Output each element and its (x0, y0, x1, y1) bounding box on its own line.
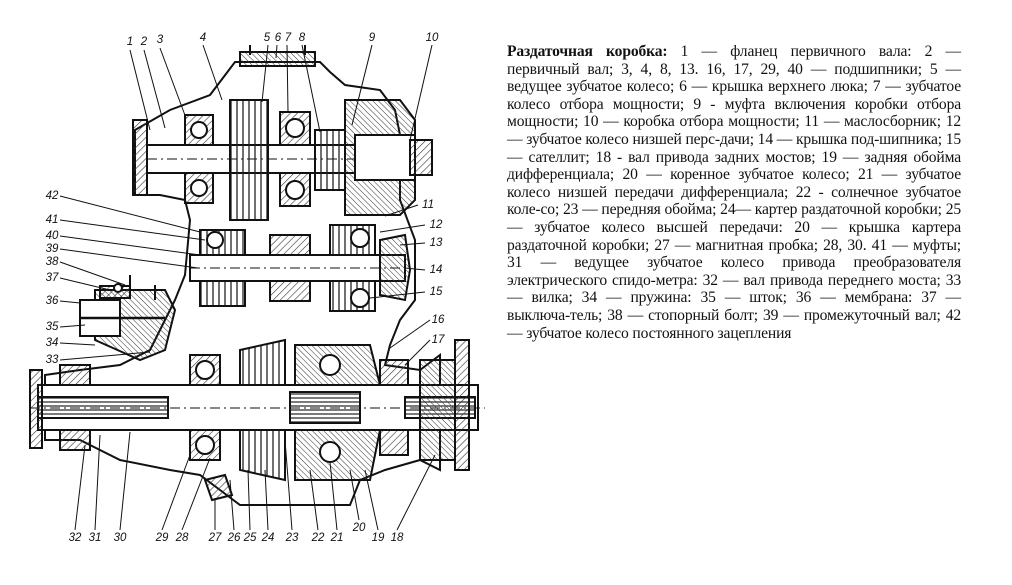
callout-41: 41 (45, 214, 59, 226)
callout-36: 36 (45, 295, 59, 307)
callout-1: 1 (126, 36, 134, 48)
callout-38: 38 (45, 256, 59, 268)
callout-33: 33 (45, 354, 59, 366)
top-hatch-cover (239, 51, 316, 67)
callout-2: 2 (140, 36, 148, 48)
leader-lines (59, 44, 436, 531)
callout-28: 28 (175, 532, 189, 544)
callout-20: 20 (352, 522, 366, 534)
callout-35: 35 (45, 321, 59, 333)
callout-29: 29 (155, 532, 169, 544)
callout-15: 15 (429, 286, 443, 298)
callout-10: 10 (425, 32, 439, 44)
callout-37: 37 (45, 272, 59, 284)
callout-39: 39 (45, 243, 59, 255)
callout-24: 24 (261, 532, 275, 544)
main-gear (239, 338, 286, 386)
callout-8: 8 (298, 32, 306, 44)
lower-bearings (59, 354, 409, 461)
callout-7: 7 (284, 32, 292, 44)
callout-23: 23 (285, 532, 299, 544)
callout-22: 22 (311, 532, 325, 544)
callout-17: 17 (431, 334, 445, 346)
caption-body: 1 — фланец первичного вала: 2 — первичны… (507, 43, 961, 342)
callout-6: 6 (274, 32, 282, 44)
callout-3: 3 (156, 34, 164, 46)
drive-gear (229, 99, 269, 221)
callout-25: 25 (243, 532, 257, 544)
callout-34: 34 (45, 337, 59, 349)
callout-30: 30 (113, 532, 127, 544)
transfer-case-section-svg (29, 44, 485, 531)
callout-27: 27 (208, 532, 222, 544)
callout-12: 12 (429, 219, 443, 231)
callout-21: 21 (330, 532, 344, 544)
caption-title: Раздаточная коробка: (507, 43, 668, 60)
pto-gear (314, 129, 346, 191)
magnetic-plug (203, 473, 234, 502)
callout-31: 31 (88, 532, 102, 544)
callout-16: 16 (431, 314, 445, 326)
rear-flange (454, 339, 470, 471)
callout-13: 13 (429, 237, 443, 249)
callout-19: 19 (371, 532, 385, 544)
callout-9: 9 (368, 32, 376, 44)
front-flange (29, 369, 43, 449)
input-flange (132, 119, 148, 196)
callout-11: 11 (422, 199, 434, 211)
callout-42: 42 (45, 190, 59, 202)
transfer-case-drawing: 1 2 3 4 5 6 7 8 9 10 11 12 13 14 15 16 1… (0, 0, 500, 585)
figure-caption: Раздаточная коробка: 1 — фланец первично… (507, 43, 961, 342)
callout-26: 26 (227, 532, 241, 544)
callout-40: 40 (45, 230, 59, 242)
callout-14: 14 (429, 264, 443, 276)
callout-18: 18 (390, 532, 404, 544)
callout-4: 4 (199, 32, 207, 44)
callout-32: 32 (68, 532, 82, 544)
upper-bearings (184, 111, 311, 207)
callout-5: 5 (263, 32, 271, 44)
